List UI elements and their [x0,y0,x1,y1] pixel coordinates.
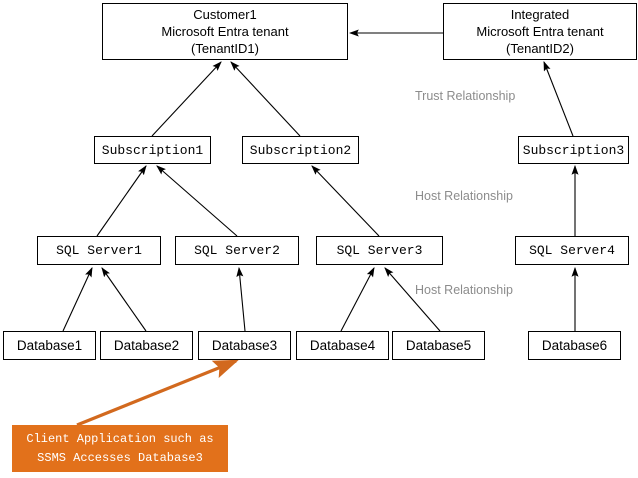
node-database3-label: Database3 [211,338,278,353]
edge-sqlserver1-to-subscription1 [96,165,147,237]
node-database4-label: Database4 [309,338,376,353]
node-subscription2[interactable]: Subscription2 [242,136,359,164]
edge-database1-to-sqlserver1 [62,267,93,332]
node-database4[interactable]: Database4 [296,331,389,360]
node-database6-label: Database6 [541,338,608,353]
node-database2[interactable]: Database2 [100,331,193,360]
client-application-callout[interactable]: Client Application such as SSMS Accesses … [12,425,228,472]
edge-database4-to-sqlserver3 [340,267,375,332]
node-customer1-line-1: Customer1 [193,7,257,22]
node-sqlserver4-label: SQL Server4 [529,243,615,258]
node-subscription1[interactable]: Subscription1 [94,136,211,164]
node-integrated-line-1: Integrated [510,7,570,22]
host-relationship-label-databases: Host Relationship [415,283,513,297]
node-database5[interactable]: Database5 [392,331,485,360]
node-sqlserver1-label: SQL Server1 [56,243,142,258]
node-sqlserver1[interactable]: SQL Server1 [37,236,161,265]
node-subscription3-label: Subscription3 [522,142,625,158]
node-database6[interactable]: Database6 [528,331,621,360]
node-subscription2-label: Subscription2 [249,142,352,158]
trust-relationship-label: Trust Relationship [415,89,516,103]
node-sqlserver3-label: SQL Server3 [336,243,423,258]
node-sqlserver2[interactable]: SQL Server2 [175,236,299,265]
node-customer1-line-2: Microsoft Entra tenant [161,24,289,39]
node-database5-label: Database5 [405,338,472,353]
node-sqlserver2-label: SQL Server2 [194,243,280,258]
edge-subscription2-to-customer1 [230,61,301,137]
node-database1-label: Database1 [16,338,83,353]
callout-line-1: Client Application such as [26,431,214,446]
edge-sqlserver2-to-subscription1 [156,165,238,237]
node-integrated-line-2: Microsoft Entra tenant [476,24,604,39]
edge-sqlserver3-to-subscription2 [311,165,380,237]
host-relationship-label-subscriptions: Host Relationship [415,189,513,203]
node-subscription1-label: Subscription1 [101,142,204,158]
node-database3[interactable]: Database3 [198,331,291,360]
node-database1[interactable]: Database1 [3,331,96,360]
node-subscription3[interactable]: Subscription3 [518,136,629,164]
node-database2-label: Database2 [113,338,180,353]
node-customer1-line-3: (TenantID1) [191,41,259,56]
edge-subscription1-to-customer1 [151,61,222,137]
edge-database5-to-sqlserver3 [384,267,441,332]
node-integrated-line-3: (TenantID2) [506,41,574,56]
edge-database2-to-sqlserver1 [101,267,147,332]
node-sqlserver3[interactable]: SQL Server3 [316,236,443,265]
callout-line-2: SSMS Accesses Database3 [37,450,203,465]
node-sqlserver4[interactable]: SQL Server4 [515,236,629,265]
callout-arrow [76,359,239,427]
edge-subscription3-to-integrated [543,60,574,137]
edge-database3-to-sqlserver2 [236,266,246,332]
